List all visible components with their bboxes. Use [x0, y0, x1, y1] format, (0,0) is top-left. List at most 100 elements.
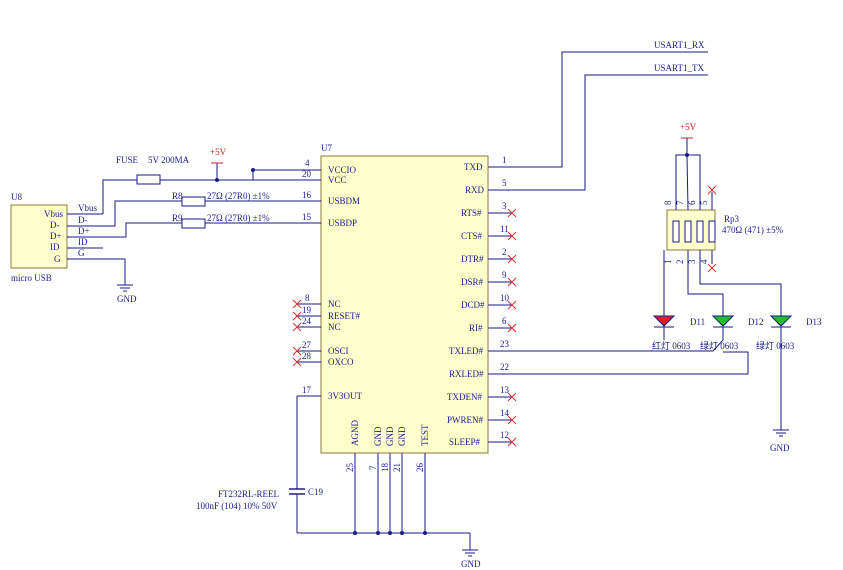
u7-pin27-name: OSCI	[328, 346, 349, 356]
u7-pin3-num: 3	[502, 201, 507, 211]
u7-pin25-num: 25	[345, 463, 355, 473]
u7-pin15-num: 15	[302, 212, 312, 222]
u7-pin2-num: 2	[502, 247, 507, 257]
u7-pin13-name: TXDEN#	[447, 392, 482, 402]
rp3-value: 470Ω (471) ±5%	[722, 225, 784, 235]
u8-net-dp: D+	[78, 226, 90, 236]
u8-net-id: ID	[78, 237, 88, 247]
r9-value: 27Ω (27R0) ±1%	[207, 213, 270, 223]
rp3-pin3: 3	[687, 259, 697, 264]
u7-pin18-name: GND	[385, 426, 395, 446]
u7-pin16-name: USBDM	[328, 196, 360, 206]
led-d11-label: 红灯 0603	[652, 340, 691, 351]
u7-pin13-num: 13	[500, 385, 510, 395]
u7-pin10-num: 10	[500, 293, 510, 303]
u7-part-number: FT232RL-REEL	[218, 489, 279, 499]
led-d13[interactable]: D13 绿灯 0603	[756, 315, 822, 351]
u7-pin8-num: 8	[305, 293, 310, 303]
rp3-pin7: 7	[675, 200, 685, 205]
gnd-a-label: GND	[117, 294, 137, 304]
gnd-symbol-b: GND	[770, 429, 790, 453]
u8-pin-vbus: Vbus	[44, 209, 63, 219]
u7-pin14-num: 14	[500, 408, 510, 418]
u7-pin22-name: RXLED#	[449, 369, 484, 379]
u7-pin26-name: TEST	[420, 424, 430, 446]
r8[interactable]: R8 27Ω (27R0) ±1%	[172, 191, 270, 207]
led-d11[interactable]: D11 红灯 0603	[652, 315, 705, 351]
rp3-pin6: 6	[687, 200, 697, 205]
led-d12-ref: D12	[748, 317, 764, 327]
u7-chip[interactable]: U7	[320, 143, 489, 454]
u7-pin9-num: 9	[502, 270, 507, 280]
u8-net-dm: D-	[78, 215, 88, 225]
u8-connector[interactable]: U8 micro USB Vbus D- D+ ID G	[10, 192, 68, 283]
r8-value: 27Ω (27R0) ±1%	[207, 191, 270, 201]
u7-left-pins: 4 VCCIO 20 VCC 16 USBDM 15 USBDP 8 NC 19…	[297, 158, 362, 401]
u8-pin-dm: D-	[50, 220, 60, 230]
u7-pin11-num: 11	[500, 224, 509, 234]
u7-pin7-name: GND	[373, 426, 383, 446]
rp3[interactable]: Rp3 470Ω (471) ±5% 8 7 6 5 1 2 3 4	[663, 200, 784, 264]
u8-pin-g: G	[54, 254, 61, 264]
gnd-c-label: GND	[461, 559, 481, 569]
u7-pin3-name: RTS#	[461, 208, 482, 218]
u7-pin16-num: 16	[302, 190, 312, 200]
power-5v-a: +5V	[210, 147, 227, 164]
u7-pin12-num: 12	[500, 430, 509, 440]
c19-ref: C19	[308, 487, 324, 497]
u7-ref: U7	[321, 143, 332, 153]
power-5v-b: +5V	[680, 122, 697, 139]
u7-pin22-num: 22	[500, 362, 509, 372]
u7-pin19-num: 19	[302, 305, 312, 315]
u7-pin20-name: VCC	[328, 175, 347, 185]
u7-pin12-name: SLEEP#	[449, 437, 481, 447]
u7-pin4-name: VCCIO	[328, 165, 357, 175]
rp3-pin1: 1	[663, 260, 673, 265]
gnd-b-label: GND	[770, 443, 790, 453]
gnd-symbol-a: GND	[117, 284, 137, 304]
u7-bottom-pins: AGND GND GND GND TEST 25 7 18 21 26	[345, 420, 430, 533]
net-usart1-tx: USART1_TX	[654, 63, 704, 73]
c19-value: 100nF (104) 10% 50V	[196, 501, 278, 511]
u7-pin21-num: 21	[392, 463, 402, 472]
u8-pin-id: ID	[50, 242, 60, 252]
u7-pin15-name: USBDP	[328, 218, 357, 228]
led-d12[interactable]: D12 绿灯 0603	[700, 315, 764, 351]
u7-pin23-num: 23	[500, 339, 510, 349]
rp3-pin4: 4	[699, 259, 709, 264]
u8-desc: micro USB	[11, 273, 52, 283]
u7-pin28-num: 28	[302, 351, 312, 361]
u7-pin17-num: 17	[302, 385, 312, 395]
u7-right-noconnect-marks	[507, 208, 517, 447]
u8-ref: U8	[11, 192, 22, 202]
u7-pin27-num: 27	[302, 340, 312, 350]
u7-right-pins: TXD 1 RXD 5 RTS# 3 CTS# 11 DTR# 2 DSR# 9…	[447, 155, 512, 447]
u7-pin24-name: NC	[328, 322, 341, 332]
u7-pin26-num: 26	[415, 463, 425, 473]
power-5v-a-label: +5V	[210, 147, 227, 157]
u8-pin-dp: D+	[50, 231, 62, 241]
u7-pin7-num: 7	[368, 465, 378, 470]
u7-pin28-name: OXCO	[328, 357, 354, 367]
u7-pin5-name: RXD	[465, 185, 485, 195]
u7-pin9-name: DSR#	[461, 277, 484, 287]
u7-pin17-name: 3V3OUT	[328, 391, 362, 401]
u7-pin11-name: CTS#	[461, 231, 483, 241]
u7-pin6-name: RI#	[469, 323, 483, 333]
gnd-symbol-c: GND	[461, 549, 481, 569]
led-d13-label: 绿灯 0603	[756, 340, 795, 351]
u7-pin4-num: 4	[305, 158, 310, 168]
u7-pin25-name: AGND	[350, 420, 360, 446]
net-usart1-rx: USART1_RX	[654, 40, 705, 50]
rp3-pin2: 2	[675, 260, 685, 265]
u7-pin14-name: PWREN#	[447, 415, 484, 425]
rp3-pin8: 8	[663, 200, 673, 205]
u7-pin5-num: 5	[502, 178, 507, 188]
r9[interactable]: R9 27Ω (27R0) ±1%	[172, 213, 270, 229]
u7-pin24-num: 24	[302, 316, 312, 326]
power-5v-b-label: +5V	[680, 122, 697, 132]
led-d12-label: 绿灯 0603	[700, 340, 739, 351]
u7-pin23-name: TXLED#	[449, 346, 483, 356]
u7-pin21-name: GND	[397, 426, 407, 446]
